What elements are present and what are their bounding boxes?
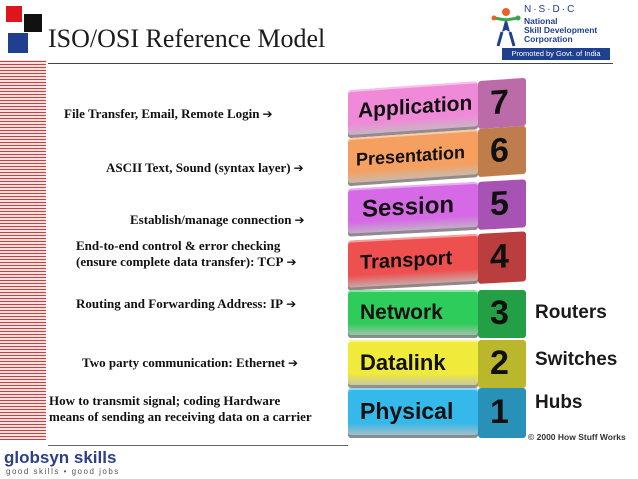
layer-number-transport: 4 bbox=[490, 237, 509, 277]
desc-presentation-text: ASCII Text, Sound (syntax layer) bbox=[106, 160, 291, 175]
desc-session-text: Establish/manage connection bbox=[130, 212, 292, 227]
globsyn-brand: globsyn skills bbox=[4, 448, 117, 467]
decor-black-square bbox=[24, 14, 42, 32]
layer-block-session: Session 5 bbox=[348, 179, 526, 237]
footer-divider bbox=[48, 445, 348, 446]
nsdc-name-line2: Skill Development bbox=[524, 25, 598, 35]
desc-transport-line1: End-to-end control & error checking bbox=[76, 238, 281, 253]
desc-datalink: Two party communication: Ethernet➔ bbox=[82, 355, 298, 371]
arrow-right-icon: ➔ bbox=[293, 161, 304, 175]
desc-physical-line2: means of sending an receiving data on a … bbox=[49, 409, 312, 424]
desc-transport-line2: (ensure complete data transfer): TCP bbox=[76, 254, 284, 269]
layer-block-transport: Transport 4 bbox=[348, 231, 526, 291]
layer-label-physical: Physical bbox=[360, 398, 454, 424]
layer-label-network: Network bbox=[360, 301, 443, 324]
slide-title: ISO/OSI Reference Model bbox=[48, 24, 326, 53]
layer-number-presentation: 6 bbox=[490, 130, 509, 171]
nsdc-name: National Skill Development Corporation bbox=[524, 17, 597, 44]
decor-blue-square bbox=[8, 33, 28, 53]
layer-side-physical bbox=[478, 388, 526, 438]
layer-label-transport: Transport bbox=[360, 247, 453, 275]
nsdc-logo: N·S·D·C National Skill Development Corpo… bbox=[484, 4, 614, 60]
desc-session: Establish/manage connection➔ bbox=[130, 212, 305, 228]
desc-network-text: Routing and Forwarding Address: IP bbox=[76, 296, 284, 311]
nsdc-people-icon bbox=[491, 8, 521, 47]
device-routers: Routers bbox=[535, 302, 607, 323]
desc-application-text: File Transfer, Email, Remote Login bbox=[64, 106, 260, 121]
layer-number-datalink: 2 bbox=[490, 344, 509, 382]
decor-red-square bbox=[6, 6, 22, 22]
desc-datalink-text: Two party communication: Ethernet bbox=[82, 355, 286, 370]
desc-application: File Transfer, Email, Remote Login➔ bbox=[64, 106, 273, 122]
layer-block-network: Network 3 bbox=[348, 290, 526, 338]
arrow-right-icon: ➔ bbox=[262, 107, 273, 121]
desc-presentation: ASCII Text, Sound (syntax layer)➔ bbox=[106, 160, 304, 176]
desc-physical-line1: How to transmit signal; coding Hardware bbox=[49, 393, 281, 408]
layer-number-application: 7 bbox=[490, 82, 509, 123]
globsyn-tagline: good skills • good jobs bbox=[6, 467, 120, 476]
device-switches: Switches bbox=[535, 349, 618, 370]
device-hubs: Hubs bbox=[535, 392, 583, 413]
nsdc-name-line3: Corporation bbox=[524, 34, 573, 44]
desc-physical: How to transmit signal; coding Hardware … bbox=[49, 393, 312, 425]
desc-network: Routing and Forwarding Address: IP➔ bbox=[76, 296, 296, 312]
title-divider bbox=[48, 63, 613, 64]
nsdc-acronym: N·S·D·C bbox=[524, 4, 577, 15]
arrow-right-icon: ➔ bbox=[286, 255, 297, 269]
copyright-notice: © 2000 How Stuff Works bbox=[528, 432, 626, 442]
arrow-right-icon: ➔ bbox=[294, 213, 305, 227]
decor-hatched-strip bbox=[0, 60, 46, 440]
desc-transport: End-to-end control & error checking (ens… bbox=[76, 238, 297, 270]
layer-side-datalink bbox=[478, 340, 526, 388]
layer-number-physical: 1 bbox=[490, 393, 509, 431]
layer-face-network bbox=[348, 290, 478, 338]
arrow-right-icon: ➔ bbox=[286, 297, 297, 311]
nsdc-name-line1: National bbox=[524, 16, 558, 26]
arrow-right-icon: ➔ bbox=[288, 356, 299, 370]
layer-number-network: 3 bbox=[490, 294, 509, 332]
layer-side-network bbox=[478, 290, 526, 338]
layer-block-datalink: Datalink 2 bbox=[348, 340, 526, 388]
layer-face-datalink bbox=[348, 340, 478, 388]
layer-label-session: Session bbox=[362, 191, 455, 223]
layer-block-physical: Physical 1 bbox=[348, 388, 526, 438]
layer-face-physical bbox=[348, 388, 478, 438]
nsdc-promoted-banner: Promoted by Govt. of India bbox=[502, 48, 610, 60]
layer-number-session: 5 bbox=[490, 184, 509, 224]
layer-label-datalink: Datalink bbox=[360, 350, 446, 375]
